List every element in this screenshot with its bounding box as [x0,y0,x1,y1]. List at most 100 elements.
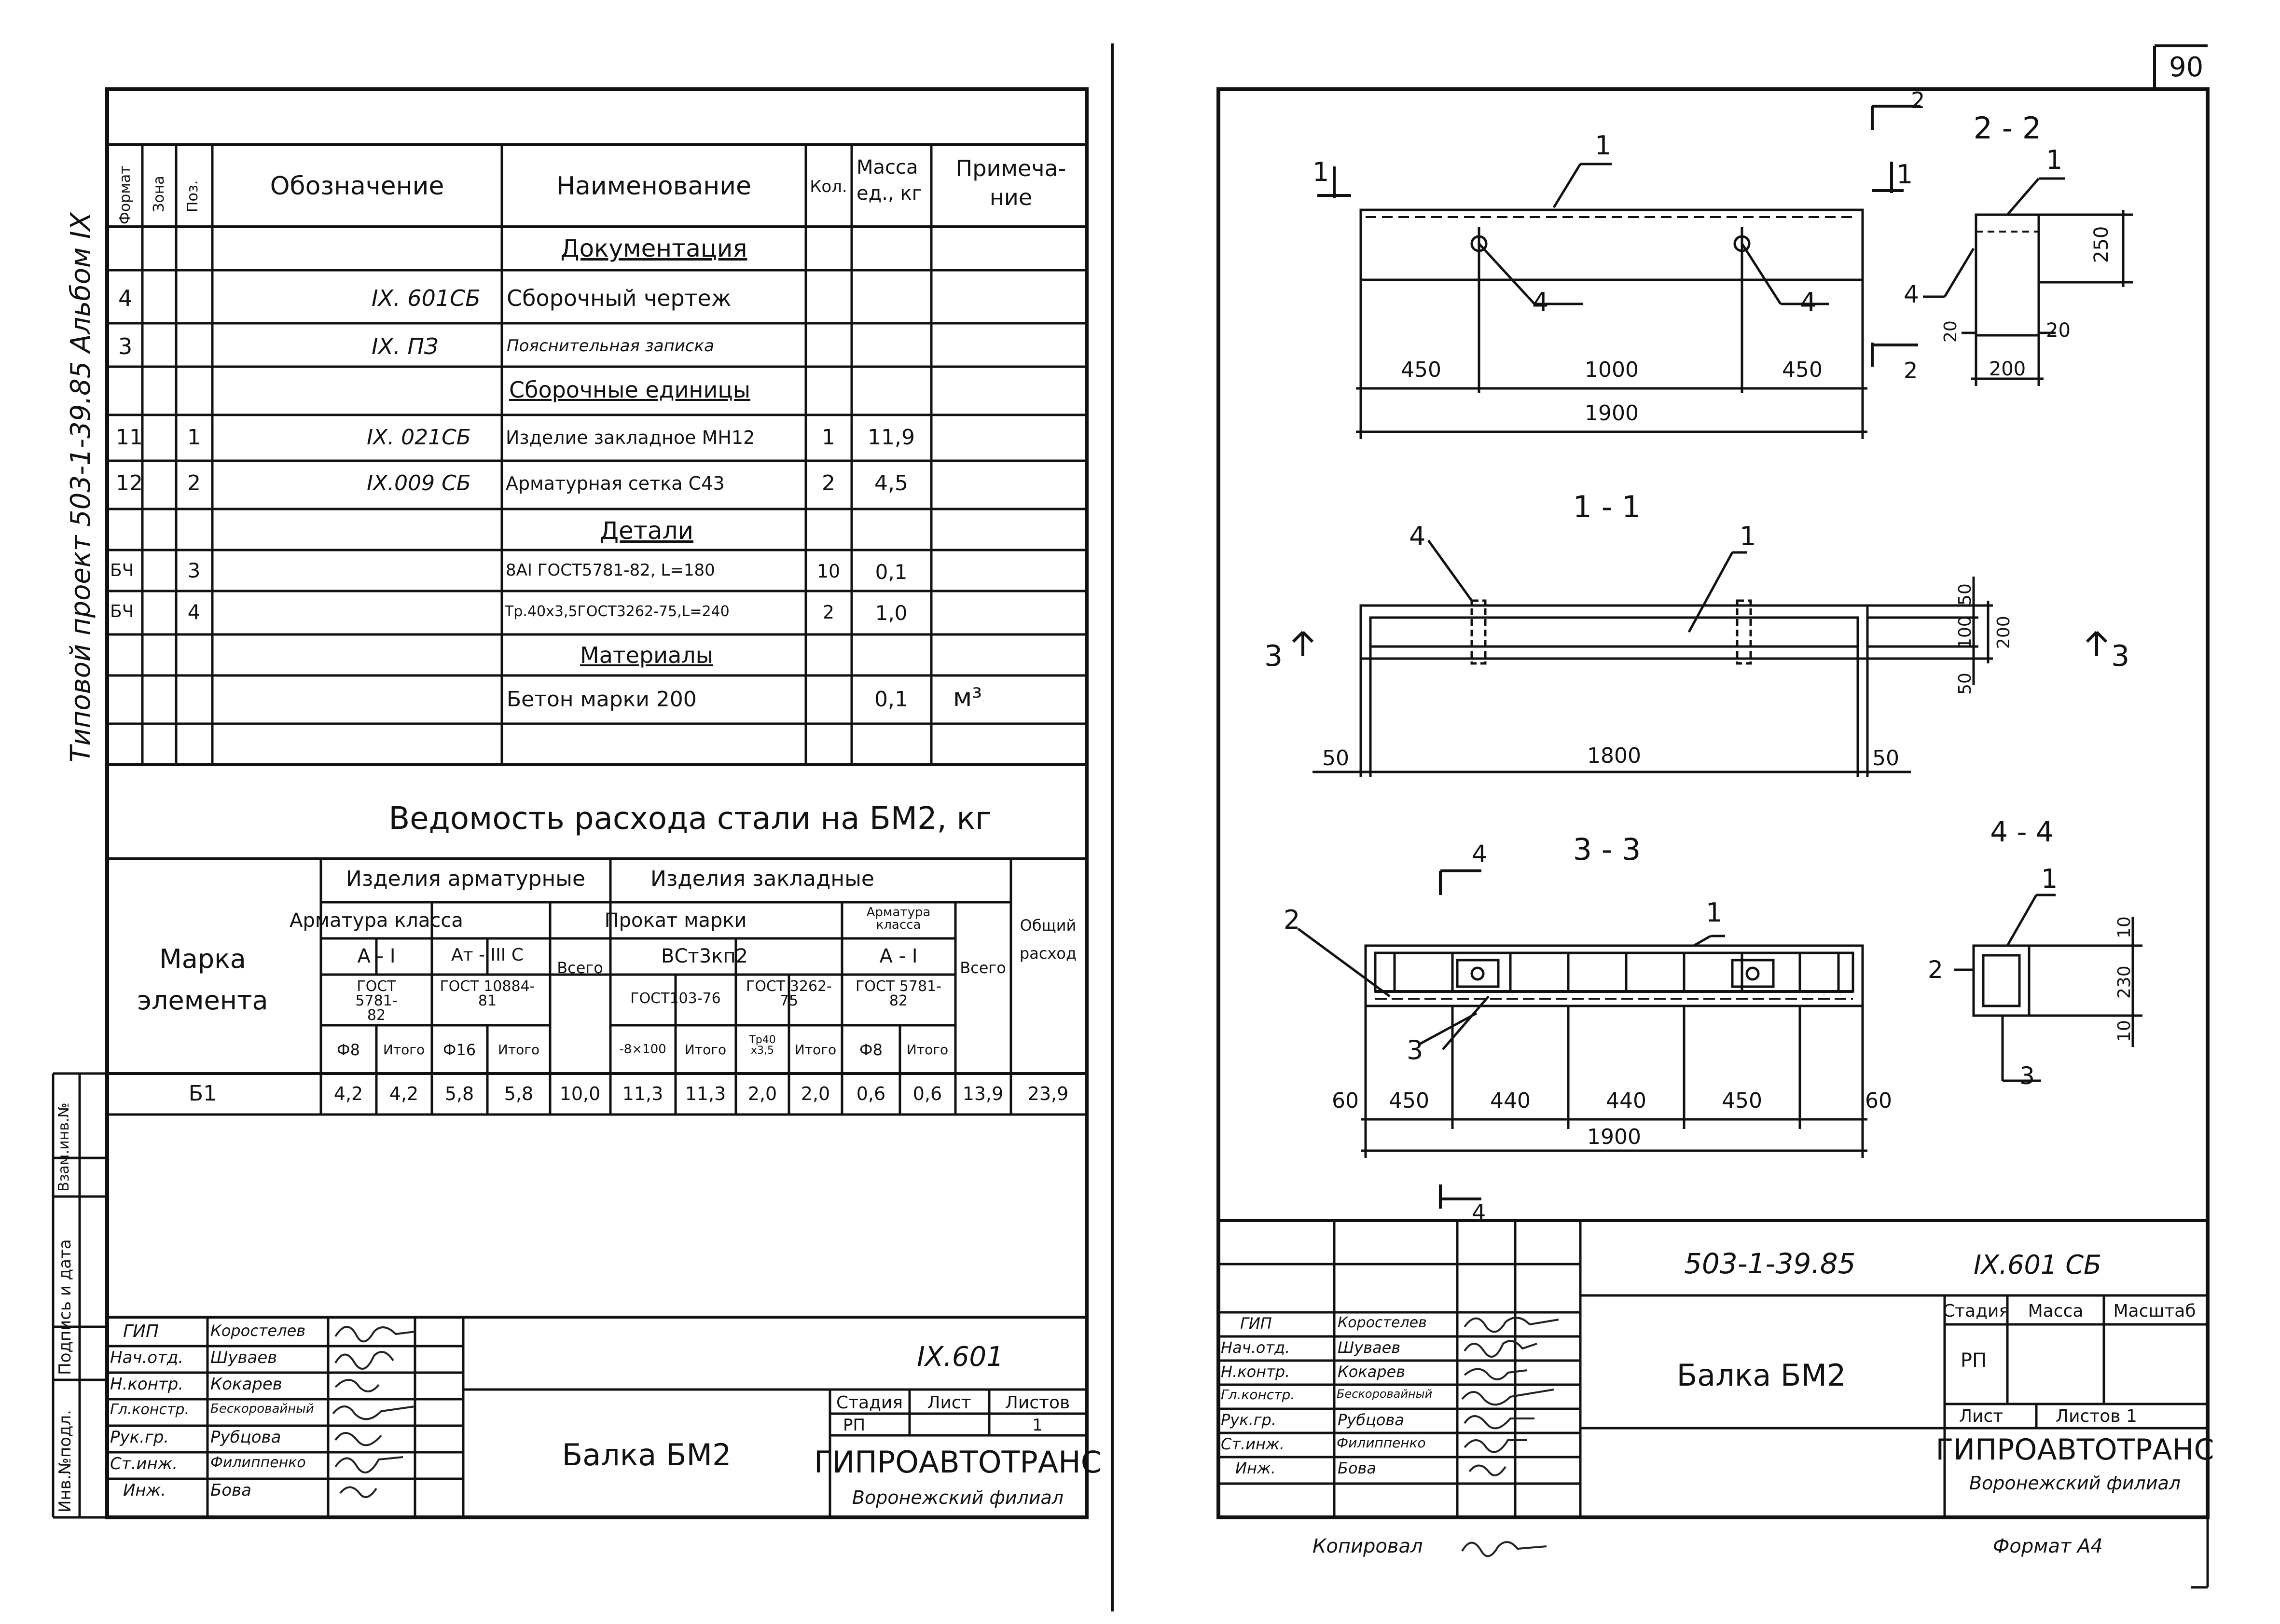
section-label-33: 3 - 3 [1573,832,1641,867]
cut-label: 4 [1472,1199,1486,1225]
steel-gost2: ГОСТ 10884-81 [440,978,535,1009]
spec-row-name: 8АI ГОСТ5781-82, L=180 [506,561,715,580]
steel-row-value: 11,3 [622,1083,663,1104]
tb-role: Нач.отд. [110,1348,184,1367]
left-tb-code: IX.601 [917,1341,1004,1373]
spec-row-format: БЧ [110,602,134,621]
header-zone: Зона [151,176,167,212]
tb-role: Инж. [1235,1459,1276,1477]
header-format: Формат [117,165,134,224]
pos-marker: 1 [1706,897,1723,928]
steel-sub: -8×100 [619,1042,666,1057]
spec-row-designation: IX. 021СБ [367,425,471,450]
tb-role: Н.контр. [110,1375,184,1394]
dim-text: 100 [1955,616,1975,649]
left-tb-listov-val: 1 [1032,1416,1043,1435]
page-number: 90 [2169,52,2204,83]
tb-name: Филиппенко [210,1454,306,1471]
steel-row-value: 13,9 [962,1083,1004,1104]
spec-row-note: м³ [953,683,982,712]
header-designation: Обозначение [270,172,444,201]
spec-row-qty: 2 [822,602,835,623]
pos-marker: 1 [1595,130,1612,161]
pos-marker: 4 [1800,287,1817,317]
pos-marker: 2 [1284,905,1300,935]
steel-sub: Итого [794,1042,837,1058]
steel-a1: A - I [357,945,396,967]
steel-st: ВСт3кп2 [661,945,748,967]
dim-text: 440 [1490,1088,1531,1113]
section-label-11: 1 - 1 [1573,489,1641,524]
steel-obshiy: Общий расход [1019,916,1077,963]
left-tb-listov: Листов [1005,1393,1070,1413]
signatures-right [1461,1317,1559,1476]
header-name: Наименование [556,172,752,201]
spec-row-pos: 1 [187,425,201,450]
cut-label: 3 [2111,639,2130,673]
tb-name: Коростелев [1338,1314,1427,1331]
pos-marker: 1 [1740,521,1756,551]
cut-label: 2 [1911,87,1925,113]
tb-name: Коростелев [210,1321,306,1340]
steel-armatura-class: Арматура класса [290,909,463,932]
dim-text: 450 [1722,1088,1762,1113]
left-tb-title: Балка БМ2 [562,1437,732,1473]
spec-row-qty: 10 [816,561,841,582]
pos-marker: 3 [1407,1035,1423,1065]
dim-text: 1800 [1587,743,1641,768]
dim-text: 1900 [1585,401,1639,426]
right-tb-list: Лист [1959,1406,2004,1426]
dim-text: 60 [1332,1088,1359,1113]
spec-section-assembly: Сборочные единицы [509,377,751,403]
dim-text: 440 [1606,1088,1646,1113]
steel-sub: Итого [906,1042,949,1058]
steel-armatura-class2: Арматура класса [866,905,931,932]
cut-label: 1 [1313,157,1329,187]
section-label-22: 2 - 2 [1973,110,2042,146]
right-tb-massa: Масса [2028,1301,2084,1321]
tb-name: Бова [210,1481,251,1500]
pos-marker: 2 [1928,956,1943,984]
steel-sub: Ф8 [859,1041,883,1059]
pos-marker: 1 [2046,145,2063,175]
side-vzam-inv: Взам.инв.№ [55,1102,72,1192]
footer-format: Формат А4 [1993,1535,2103,1557]
steel-row-value: 2,0 [747,1083,777,1104]
header-note: Примеча- ние [955,155,1066,210]
tb-name: Бескоровайный [210,1402,314,1416]
tb-role: ГИП [123,1321,159,1341]
steel-vsego-2: Всего [960,959,1006,977]
side-podpis-data: Подпись и дата [55,1239,75,1375]
spec-row-designation: IX. ПЗ [372,333,439,359]
dim-text: 50 [1872,746,1899,771]
dim-text: 450 [1401,358,1441,382]
steel-group-armatura: Изделия арматурные [345,867,586,891]
steel-row-value: 5,8 [504,1083,534,1104]
spec-row-designation: IX.009 СБ [367,471,471,495]
left-tb-stadia: Стадия [836,1393,903,1413]
steel-gost3: ГОСТ103-76 [630,990,721,1007]
tb-role: Ст.инж. [1221,1435,1285,1453]
steel-row-value: 11,3 [685,1083,726,1104]
steel-gost1: ГОСТ 5781-82 [355,978,398,1024]
tb-name: Шуваев [210,1348,277,1367]
dim-text: 50 [1322,746,1349,771]
steel-sub: Тр40 х3,5 [749,1034,776,1057]
dim-text: 50 [1955,673,1975,695]
left-tb-org: ГИПРОАВТОТРАНС [814,1445,1102,1480]
pos-marker: 4 [1532,287,1549,317]
steel-mark-header: Марка элемента [137,944,268,1016]
right-tb-stadia-val: РП [1960,1349,1987,1372]
dim-text: 200 [1989,358,2026,380]
spec-row-name: Изделие закладное МН12 [506,427,755,448]
right-tb-code: IX.601 СБ [1974,1250,2102,1280]
steel-sub: Итого [497,1042,540,1058]
left-tb-branch: Воронежский филиал [852,1487,1064,1508]
right-tb-listov: Листов 1 [2056,1406,2137,1426]
spec-row-pos: 2 [187,471,201,495]
steel-sub: Итого [383,1042,425,1058]
spec-row-format: 3 [118,333,133,359]
spec-row-mass: 0,1 [875,560,908,584]
steel-prokat: Прокат марки [604,909,747,932]
tb-role: Рук.гр. [1221,1411,1277,1429]
